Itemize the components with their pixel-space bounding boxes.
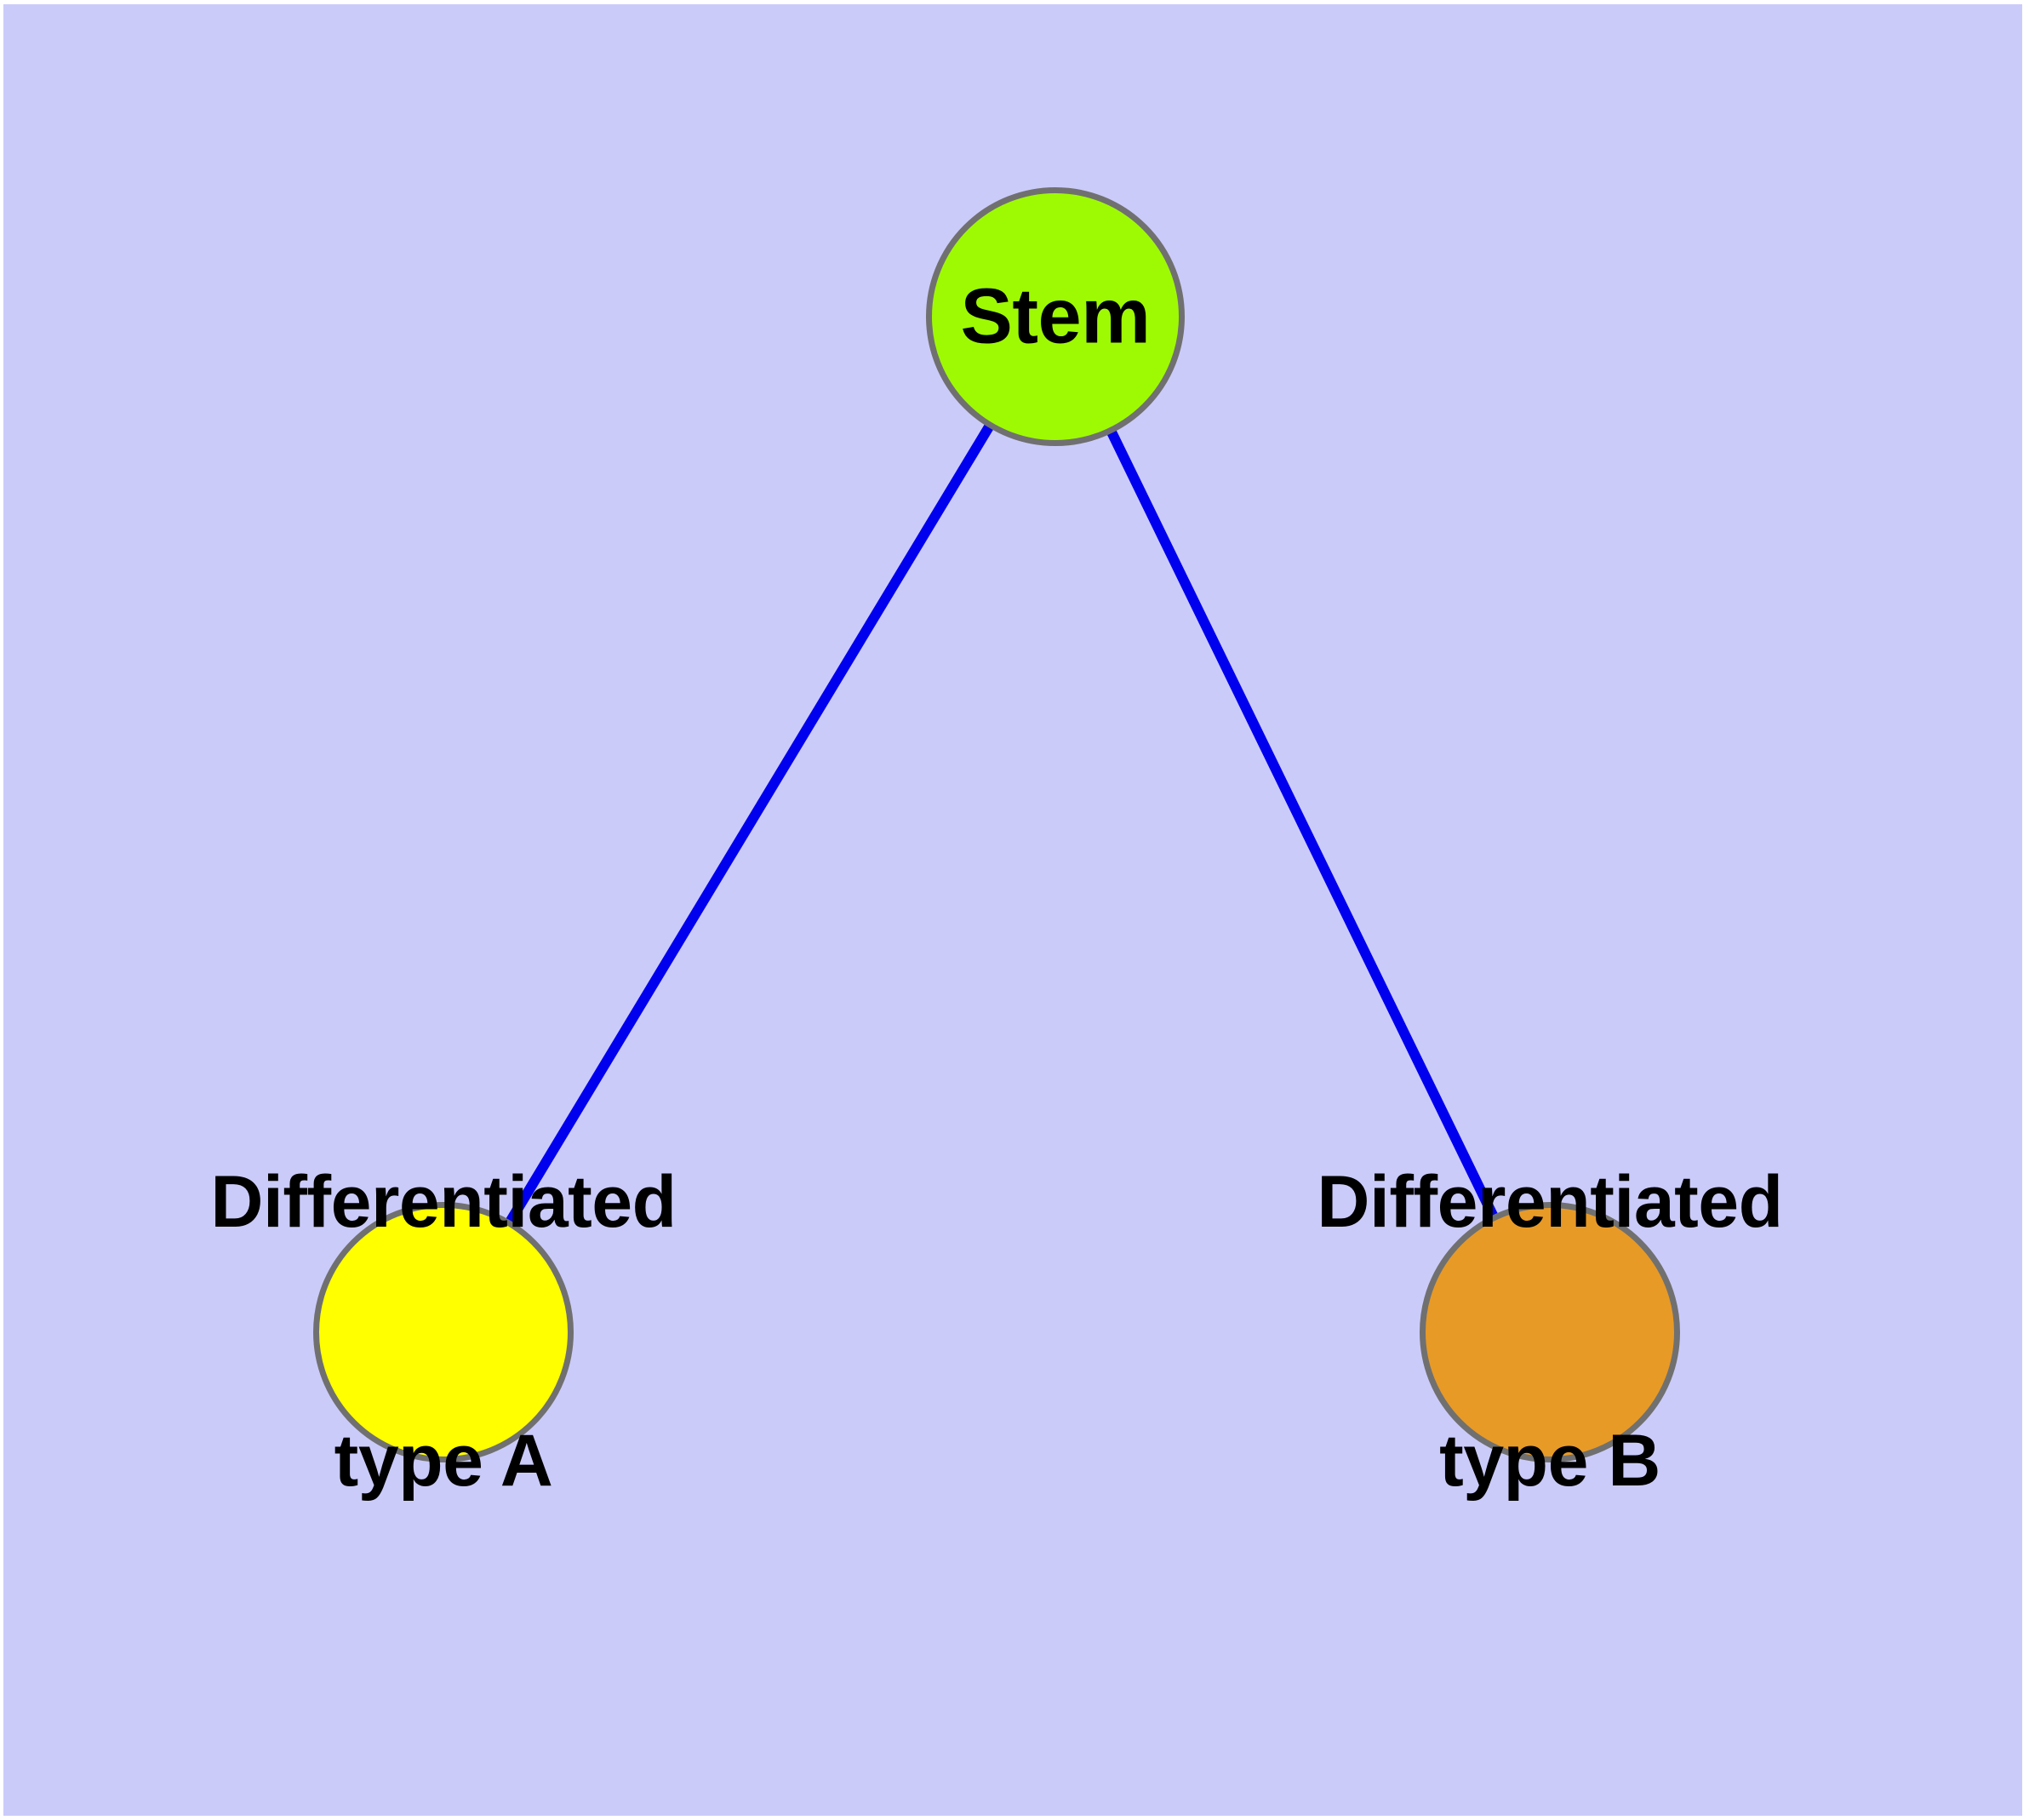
edge-layer <box>438 313 1555 1336</box>
node-stem[interactable] <box>926 187 1185 446</box>
node-differentiated-type-a[interactable] <box>313 1202 574 1462</box>
edge-stem-to-differentiated-type-a[interactable] <box>438 313 1060 1336</box>
node-differentiated-type-b[interactable] <box>1420 1202 1680 1462</box>
node-layer <box>313 187 1680 1462</box>
edge-stem-to-differentiated-type-b[interactable] <box>1050 314 1555 1335</box>
